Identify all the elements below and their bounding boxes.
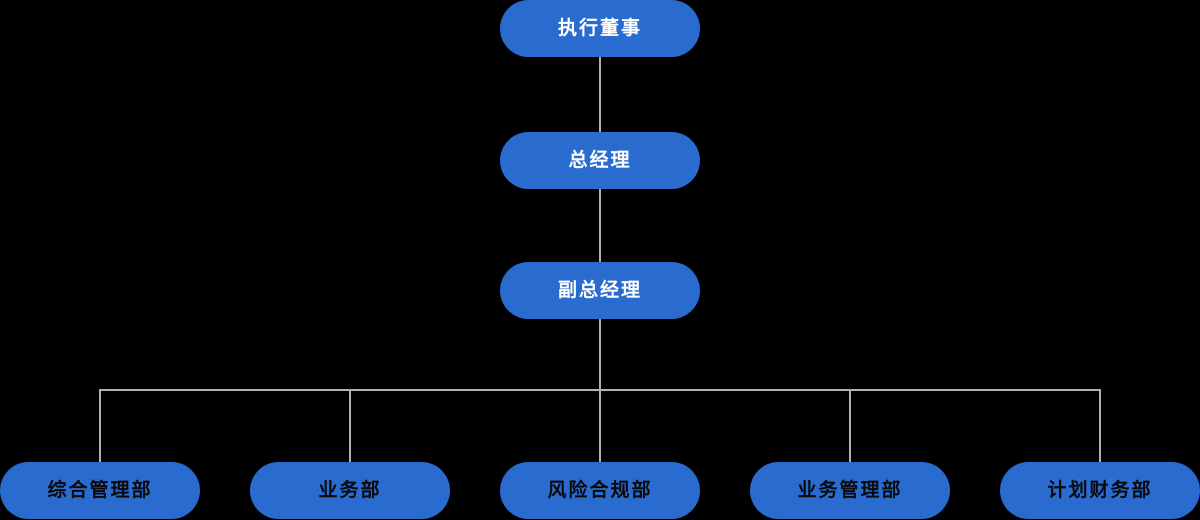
connector-gm-to-dgm [599,189,601,262]
node-general-manager-label: 总经理 [568,149,632,171]
connector-drop-dept-4 [849,389,851,462]
connector-drop-dept-5 [1099,389,1101,462]
node-deputy-general-manager-label: 副总经理 [557,279,642,301]
node-department-2[interactable]: 业务部 [250,462,450,519]
node-department-5-label: 计划财务部 [1047,479,1153,501]
node-deputy-general-manager[interactable]: 副总经理 [500,262,700,319]
node-department-3[interactable]: 风险合规部 [500,462,700,519]
node-executive-director[interactable]: 执行董事 [500,0,700,57]
connector-drop-dept-1 [99,389,101,462]
node-department-4-label: 业务管理部 [797,479,903,501]
connector-exec-to-gm [599,57,601,132]
node-department-3-label: 风险合规部 [547,479,653,501]
node-department-1-label: 综合管理部 [47,479,153,501]
connector-dgm-to-bus [599,319,601,390]
node-department-4[interactable]: 业务管理部 [750,462,950,519]
node-general-manager[interactable]: 总经理 [500,132,700,189]
node-department-5[interactable]: 计划财务部 [1000,462,1200,519]
node-department-2-label: 业务部 [318,479,382,501]
connector-drop-dept-2 [349,389,351,462]
node-executive-director-label: 执行董事 [557,17,642,39]
connector-drop-dept-3 [599,389,601,462]
node-department-1[interactable]: 综合管理部 [0,462,200,519]
